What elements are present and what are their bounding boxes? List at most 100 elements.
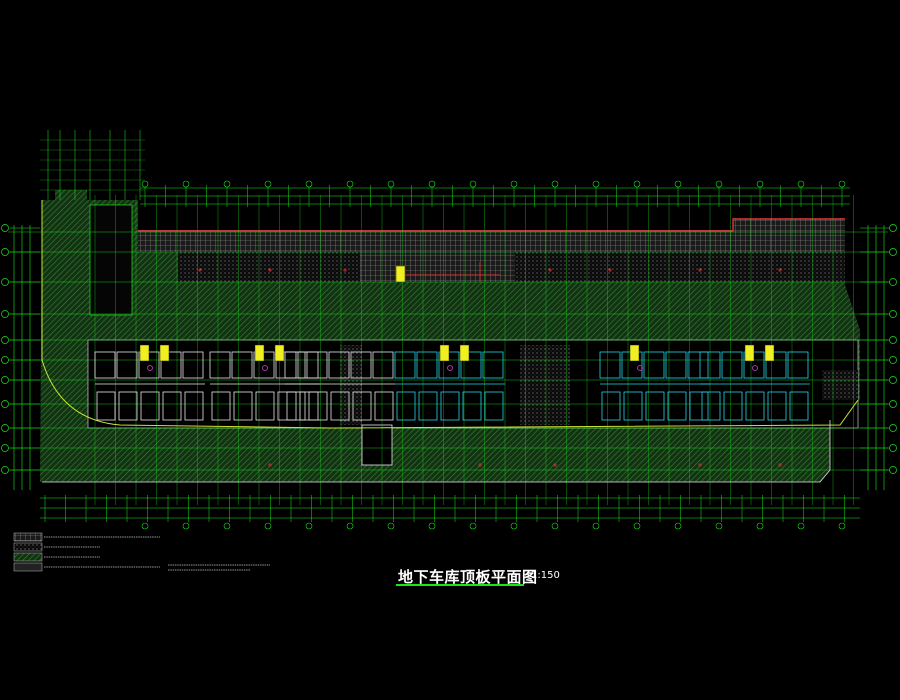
- axis-bubble-right: [889, 224, 897, 232]
- unit-room: [328, 351, 350, 379]
- unit-room: [372, 351, 394, 379]
- unit-room: [701, 391, 721, 421]
- stair-tag: [744, 344, 755, 362]
- axis-bubble-left: [1, 224, 9, 232]
- unit-room: [667, 391, 687, 421]
- axis-bubble-bottom: [838, 522, 846, 530]
- axis-bubble-right: [889, 310, 897, 318]
- point-mark: [198, 268, 202, 272]
- unit-room: [255, 391, 275, 421]
- unit-room: [440, 391, 460, 421]
- axis-bubble-left: [1, 336, 9, 344]
- unit-room: [350, 351, 372, 379]
- axis-bubble-bottom: [551, 522, 559, 530]
- axis-bubble-left: [1, 376, 9, 384]
- unit-room: [94, 351, 116, 379]
- point-mark: [548, 268, 552, 272]
- axis-bubble-right: [889, 336, 897, 344]
- stair-tag: [159, 344, 170, 362]
- axis-bubble-left: [1, 278, 9, 286]
- axis-bubble-top: [387, 180, 395, 188]
- axis-bubble-bottom: [346, 522, 354, 530]
- axis-bubble-bottom: [182, 522, 190, 530]
- unit-room: [482, 351, 504, 379]
- point-mark: [698, 463, 702, 467]
- unit-room: [643, 351, 665, 379]
- unit-room: [418, 391, 438, 421]
- unit-room: [687, 351, 709, 379]
- unit-room: [645, 391, 665, 421]
- axis-bubble-top: [797, 180, 805, 188]
- axis-bubble-right: [889, 400, 897, 408]
- annotation-tags: [139, 265, 782, 467]
- unit-room: [352, 391, 372, 421]
- unit-walls: [41, 200, 859, 483]
- axis-bubble-right: [889, 466, 897, 474]
- marker: [147, 365, 153, 371]
- axis-bubble-bottom: [715, 522, 723, 530]
- axis-bubble-bottom: [469, 522, 477, 530]
- axis-bubble-bottom: [797, 522, 805, 530]
- point-mark: [553, 463, 557, 467]
- axis-bubble-bottom: [510, 522, 518, 530]
- axis-bubble-top: [592, 180, 600, 188]
- unit-room: [96, 391, 116, 421]
- axis-bubble-top: [715, 180, 723, 188]
- corridor-hatch-2: [520, 345, 570, 425]
- axis-bubble-top: [469, 180, 477, 188]
- unit-room: [416, 351, 438, 379]
- unit-room: [306, 351, 328, 379]
- point-mark: [778, 463, 782, 467]
- axis-bubble-left: [1, 400, 9, 408]
- unit-room: [233, 391, 253, 421]
- axis-bubble-left: [1, 466, 9, 474]
- slab-left-strip: [55, 190, 87, 230]
- axis-bubble-bottom: [428, 522, 436, 530]
- marker: [447, 365, 453, 371]
- axis-bubble-top: [141, 180, 149, 188]
- axis-bubble-left: [1, 248, 9, 256]
- unit-room: [460, 351, 482, 379]
- unit-room: [721, 351, 743, 379]
- point-mark: [268, 268, 272, 272]
- axis-bubble-right: [889, 278, 897, 286]
- unit-room: [699, 351, 721, 379]
- axis-bubble-right: [889, 376, 897, 384]
- unit-room: [162, 391, 182, 421]
- marker: [262, 365, 268, 371]
- unit-room: [330, 391, 350, 421]
- unit-room: [599, 351, 621, 379]
- roof-grey-block: [360, 252, 515, 282]
- unit-room: [116, 351, 138, 379]
- stair-tag: [139, 344, 150, 362]
- unit-room: [182, 351, 204, 379]
- axis-bubble-top: [551, 180, 559, 188]
- unit-room: [745, 391, 765, 421]
- roof-red-inner: [400, 262, 500, 282]
- unit-room: [765, 351, 787, 379]
- stair-tag: [274, 344, 285, 362]
- unit-room: [767, 391, 787, 421]
- axis-bubble-bottom: [141, 522, 149, 530]
- axis-bubble-bottom: [756, 522, 764, 530]
- unit-room: [231, 351, 253, 379]
- point-mark: [698, 268, 702, 272]
- roof-red-edge: [138, 218, 845, 232]
- stair-tag: [395, 265, 406, 283]
- marker: [637, 365, 643, 371]
- axis-bubble-bottom: [592, 522, 600, 530]
- drawing-scale: 1:150: [531, 570, 560, 581]
- axis-bubble-top: [223, 180, 231, 188]
- axis-bubble-right: [889, 444, 897, 452]
- unit-room: [308, 391, 328, 421]
- dimension-lines: [10, 185, 890, 522]
- unit-room: [396, 391, 416, 421]
- point-mark: [268, 463, 272, 467]
- stair-tag: [439, 344, 450, 362]
- unit-room: [601, 391, 621, 421]
- unit-room: [689, 391, 709, 421]
- axis-bubble-top: [510, 180, 518, 188]
- roof-grey-band: [138, 230, 845, 252]
- axis-bubble-top: [305, 180, 313, 188]
